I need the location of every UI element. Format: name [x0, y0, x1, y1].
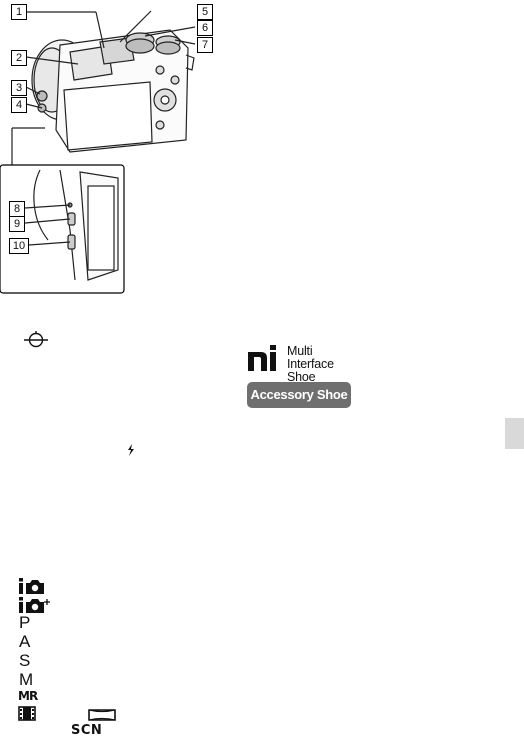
focal-plane-mark-icon [24, 331, 48, 348]
mode-scn: SCN [71, 723, 103, 738]
callout-10: 10 [9, 238, 29, 254]
flash-icon [128, 444, 134, 456]
mode-p: P [19, 613, 31, 632]
camera-illustration [0, 10, 196, 294]
callout-7: 7 [197, 37, 213, 53]
callout-3: 3 [11, 80, 27, 96]
mode-m: M [19, 670, 34, 689]
callout-6: 6 [197, 20, 213, 36]
multi-interface-line1: Multi [287, 344, 313, 358]
movie-icon [18, 706, 36, 721]
mode-a: A [19, 632, 31, 651]
side-index-tab [505, 418, 524, 449]
ni-logo-icon [248, 345, 276, 371]
mode-s: S [19, 651, 31, 670]
callout-4: 4 [11, 97, 27, 113]
superior-auto-icon [19, 597, 50, 613]
callout-5: 5 [197, 4, 213, 20]
multi-interface-line2: Interface Shoe [287, 357, 334, 384]
callout-2: 2 [11, 50, 27, 66]
sweep-panorama-icon [88, 709, 116, 721]
mode-mr: MR [18, 689, 38, 703]
callout-8: 8 [9, 201, 25, 217]
accessory-shoe-badge: Accessory Shoe [247, 382, 351, 408]
callout-1: 1 [11, 4, 27, 20]
callout-9: 9 [9, 216, 25, 232]
intelligent-auto-icon [19, 578, 44, 594]
